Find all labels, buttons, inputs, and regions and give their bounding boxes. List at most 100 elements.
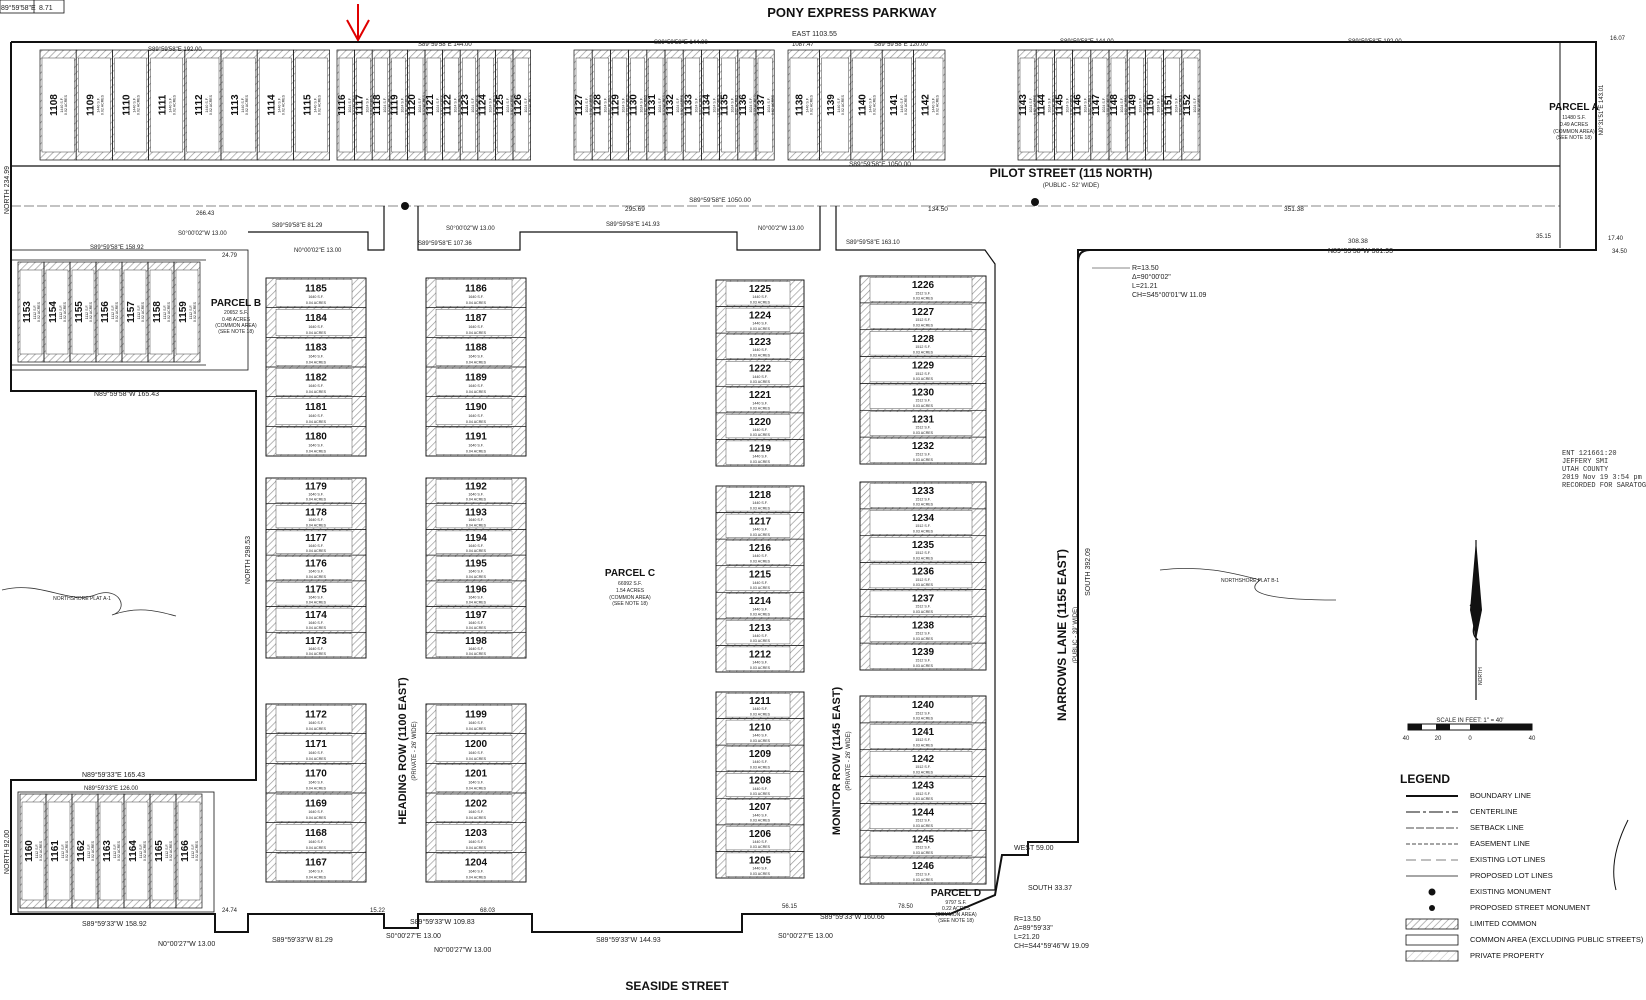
lot-area: 1024 S.F. xyxy=(1157,97,1161,112)
lot-number: 1215 xyxy=(749,570,772,581)
lot-area: 1024 S.F. xyxy=(749,97,753,112)
lot-number: 1169 xyxy=(305,798,327,809)
lot-acres: 0.02 ACRES xyxy=(115,301,119,322)
lot-acres: 0.02 ACRES xyxy=(1161,94,1165,115)
lot-number: 1189 xyxy=(465,372,487,383)
lot-number: 1123 xyxy=(460,94,471,116)
lot-number: 1198 xyxy=(465,636,487,647)
lot-area: 1512 S.F. xyxy=(915,399,930,403)
d1740: 17.40 xyxy=(1608,236,1624,242)
lot-acres: 0.03 ACRES xyxy=(913,637,934,641)
b-2479: 24.79 xyxy=(222,253,238,259)
lot-number: 1231 xyxy=(912,414,935,425)
lot-acres: 0.02 ACRES xyxy=(245,94,249,115)
lot-number: 1213 xyxy=(749,623,772,634)
lot-area: 1640 S.F. xyxy=(308,444,323,448)
lot-number: 1150 xyxy=(1146,94,1157,116)
lot-area: 1640 S.F. xyxy=(308,384,323,388)
boundary-line xyxy=(10,41,1597,933)
lot-acres: 0.02 ACRES xyxy=(195,840,199,861)
lot-number: 1119 xyxy=(390,94,401,116)
lot-area: 1440 S.F. xyxy=(752,554,767,558)
svg-text:SCALE IN FEET: 1" = 40': SCALE IN FEET: 1" = 40' xyxy=(1436,718,1503,724)
b13a: S0°00'02"W 13.00 xyxy=(178,231,227,237)
lot-acres: 0.02 ACRES xyxy=(281,94,285,115)
lot-area: 1024 S.F. xyxy=(506,97,510,112)
lot-acres: 0.03 ACRES xyxy=(913,717,934,721)
lot-number: 1210 xyxy=(749,723,772,734)
lot-acres: 0.03 ACRES xyxy=(750,407,771,411)
lot-number: 1173 xyxy=(305,636,327,647)
lot-area: 1112 S.F. xyxy=(189,304,193,319)
lot-area: 1112 S.F. xyxy=(111,304,115,319)
lot-acres: 0.02 ACRES xyxy=(698,94,702,115)
lot-number: 1109 xyxy=(85,94,96,116)
lot-number: 1166 xyxy=(180,840,191,862)
lot-acres: 0.02 ACRES xyxy=(626,94,630,115)
parcel-d: PARCEL D 9797 S.F. 0.22 ACRES (COMMON AR… xyxy=(931,888,981,924)
lot-area: 1024 S.F. xyxy=(676,97,680,112)
parcel-d-note: (COMMON AREA) xyxy=(935,912,977,918)
lot-area: 1640 S.F. xyxy=(468,570,483,574)
lot-acres: 0.02 ACRES xyxy=(173,94,177,115)
lot-acres: 0.02 ACRES xyxy=(493,94,497,115)
lot-area: 1640 S.F. xyxy=(468,621,483,625)
lot-area: 1024 S.F. xyxy=(640,97,644,112)
s13a: S0°00'27"E 13.00 xyxy=(386,932,441,940)
b-266: 266.43 xyxy=(196,211,215,217)
lot-acres: 0.02 ACRES xyxy=(475,94,479,115)
top-1087: 1087.47 xyxy=(792,42,814,48)
lot-acres: 0.02 ACRES xyxy=(369,94,373,115)
lot-area: 1024 S.F. xyxy=(1102,97,1106,112)
lot-area: 1024 S.F. xyxy=(713,97,717,112)
lot-area: 1024 S.F. xyxy=(453,97,457,112)
lot-acres: 0.02 ACRES xyxy=(1070,94,1074,115)
lot-acres: 0.03 ACRES xyxy=(750,560,771,564)
lot-acres: 0.02 ACRES xyxy=(935,94,939,115)
lot-number: 1191 xyxy=(465,432,487,443)
lot-number: 1176 xyxy=(305,559,327,570)
lot-area: 1640 S.F. xyxy=(468,751,483,755)
svg-text:L=21.20: L=21.20 xyxy=(1014,934,1040,941)
lot-acres: 0.03 ACRES xyxy=(913,529,934,533)
lot-area: 1112 S.F. xyxy=(61,843,65,858)
lot-number: 1195 xyxy=(465,559,487,570)
lot-area: 1440 S.F. xyxy=(837,97,841,112)
top-bearing-4: S89°59'58"E 120.00 xyxy=(874,42,928,48)
lot-area: 1440 S.F. xyxy=(241,97,245,112)
lot-acres: 0.03 ACRES xyxy=(913,458,934,462)
parcel-a-side: N0°31'51"E 143.01 xyxy=(1599,84,1605,135)
lot-acres: 0.03 ACRES xyxy=(913,297,934,301)
d1522: 15.22 xyxy=(370,908,386,914)
b-bottom-bearing: N89°59'58"W 165.43 xyxy=(94,390,159,398)
d3515: 35.15 xyxy=(1536,234,1552,240)
lot-acres: 0.02 ACRES xyxy=(457,94,461,115)
lot-acres: 0.03 ACRES xyxy=(750,433,771,437)
lot-area: 1024 S.F. xyxy=(603,97,607,112)
top-bearing-6: S89°59'58"E 192.00 xyxy=(1348,39,1402,45)
lot-area: 1640 S.F. xyxy=(308,414,323,418)
lot-acres: 0.03 ACRES xyxy=(913,431,934,435)
lot-area: 1440 S.F. xyxy=(752,501,767,505)
lot-acres: 0.04 ACRES xyxy=(466,600,487,604)
